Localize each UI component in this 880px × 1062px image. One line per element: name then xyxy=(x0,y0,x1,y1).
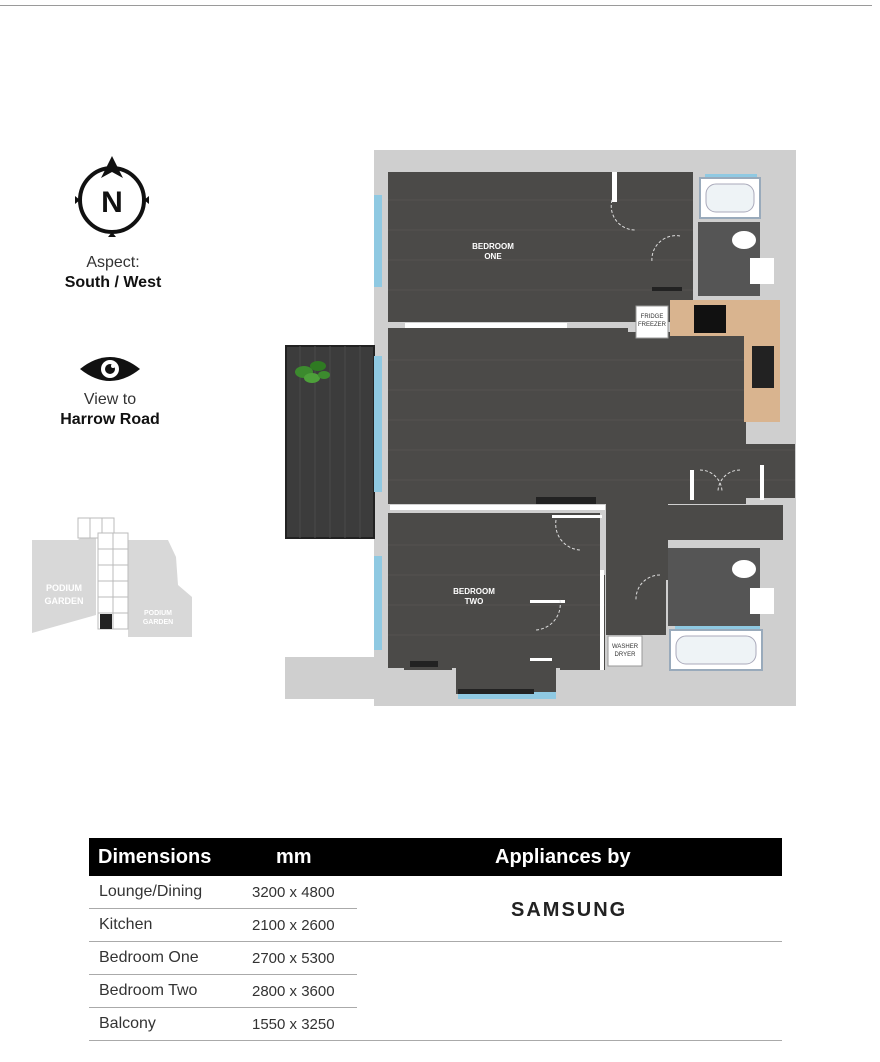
floor-plan: FRIDGE FREEZER WASHER DRYER xyxy=(285,150,796,706)
top-divider xyxy=(0,5,872,6)
room-size: 2800 x 3600 xyxy=(252,983,335,1000)
room-size: 2700 x 5300 xyxy=(252,950,335,967)
key-plan-label-2b: GARDEN xyxy=(143,619,173,626)
key-plan: PODIUM GARDEN PODIUM GARDEN xyxy=(32,517,192,637)
table-row: Kitchen 2100 x 2600 xyxy=(89,909,782,942)
room-name: Lounge/Dining xyxy=(99,883,203,900)
room-name: Bedroom One xyxy=(99,949,199,966)
table-row: Lounge/Dining 3200 x 4800 xyxy=(89,876,357,909)
room-label-bedroom-one-2: ONE xyxy=(484,252,502,261)
room-label-bedroom-two-2: TWO xyxy=(465,597,484,606)
dimensions-header: Dimensions mm Appliances by xyxy=(89,838,782,876)
view-value: Harrow Road xyxy=(60,411,160,428)
compass-letter: N xyxy=(101,186,123,219)
room-size: 3200 x 4800 xyxy=(252,884,335,901)
fridge-label-1: FRIDGE xyxy=(641,314,664,320)
room-size: 1550 x 3250 xyxy=(252,1016,335,1033)
eye-icon xyxy=(80,357,140,381)
table-row: Balcony 1550 x 3250 xyxy=(89,1008,782,1041)
room-name: Bedroom Two xyxy=(99,982,198,999)
compass-north-icon: N xyxy=(75,156,149,237)
washer-label-1: WASHER xyxy=(612,644,639,650)
key-plan-label-1b: GARDEN xyxy=(44,596,83,606)
plant-icon xyxy=(295,361,330,383)
room-label-bedroom-two-1: BEDROOM xyxy=(453,587,495,596)
fridge-label-2: FREEZER xyxy=(638,322,667,328)
header-dimensions: Dimensions xyxy=(98,846,212,868)
key-plan-label-2a: PODIUM xyxy=(144,610,172,617)
header-mm: mm xyxy=(276,846,312,868)
washer-label-2: DRYER xyxy=(615,652,637,658)
samsung-logo: SAMSUNG xyxy=(511,899,628,921)
key-plan-label-1a: PODIUM xyxy=(46,583,82,593)
table-row: Bedroom One 2700 x 5300 xyxy=(89,942,357,975)
room-name: Kitchen xyxy=(99,916,153,933)
table-row: Bedroom Two 2800 x 3600 xyxy=(89,975,357,1008)
header-appliances: Appliances by xyxy=(495,846,631,868)
room-name: Balcony xyxy=(99,1015,156,1032)
room-label-bedroom-one-1: BEDROOM xyxy=(472,242,514,251)
aspect-label: Aspect: xyxy=(86,254,140,271)
aspect-value: South / West xyxy=(64,274,162,291)
room-size: 2100 x 2600 xyxy=(252,917,335,934)
view-label: View to xyxy=(83,391,137,408)
